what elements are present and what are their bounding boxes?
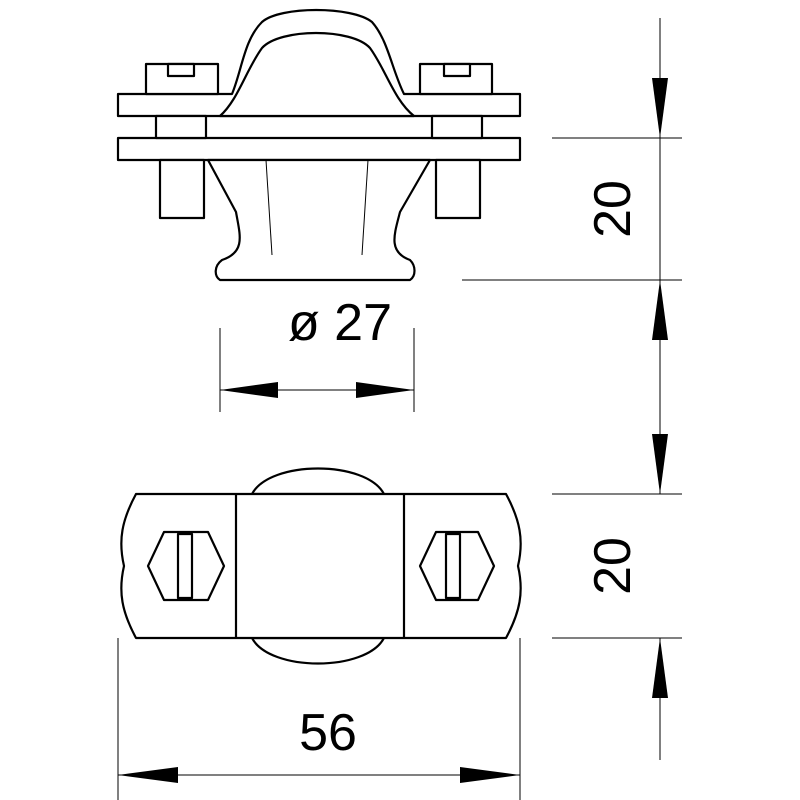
saddle-arch-inner <box>218 31 416 118</box>
upper-height-label: 20 <box>584 180 642 238</box>
left-hex-slot <box>176 532 194 600</box>
foot-line-left <box>265 159 273 256</box>
dimension-width: 56 <box>117 638 521 800</box>
upper-height-arrow-top <box>652 78 668 138</box>
right-screw-shank <box>430 114 484 140</box>
lower-height-arrow-top <box>652 434 668 494</box>
diameter-arrow-left <box>220 382 278 398</box>
left-nut <box>158 158 206 220</box>
foot-line-right <box>361 159 369 256</box>
round-pad-bottom <box>250 636 386 665</box>
diameter-arrow-right <box>356 382 414 398</box>
round-pad <box>250 467 386 496</box>
left-screw-slot <box>166 62 196 78</box>
strap-body <box>120 492 522 640</box>
dimension-height-upper: 20 <box>462 18 682 494</box>
right-screw-slot <box>442 62 472 78</box>
width-arrow-right <box>460 767 520 783</box>
right-hex-slot <box>444 532 462 600</box>
left-screw-shank <box>154 114 208 140</box>
dimension-height-lower: 20 <box>552 434 682 760</box>
upper-height-arrow-bottom <box>652 280 668 340</box>
lower-height-label: 20 <box>584 537 642 595</box>
spacer-foot <box>206 158 432 282</box>
width-label: 56 <box>299 704 357 762</box>
top-view <box>120 467 522 665</box>
diameter-label: ø 27 <box>288 294 392 352</box>
right-nut <box>434 158 482 220</box>
base-plate <box>116 136 522 162</box>
width-arrow-left <box>118 767 178 783</box>
side-view <box>116 8 522 282</box>
lower-height-arrow-bottom <box>652 638 668 698</box>
dimension-diameter: ø 27 <box>219 294 415 412</box>
